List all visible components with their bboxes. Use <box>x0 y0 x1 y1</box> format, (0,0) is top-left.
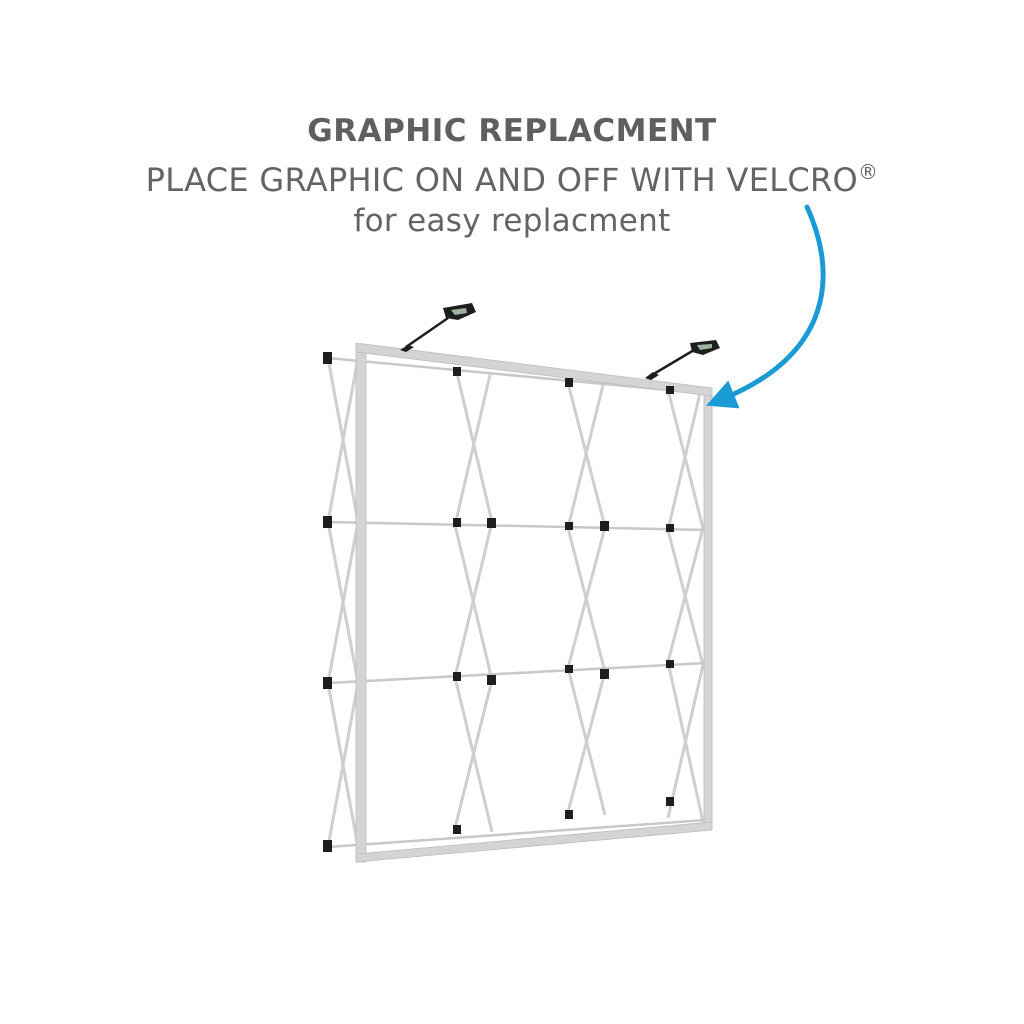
headline-title: GRAPHIC REPLACMENT <box>307 113 717 149</box>
headline-subtitle: PLACE GRAPHIC ON AND OFF WITH VELCRO® <box>0 160 1024 199</box>
joint-connectors <box>323 352 674 852</box>
light-right-icon <box>645 340 720 380</box>
subtitle-text: PLACE GRAPHIC ON AND OFF WITH VELCRO <box>145 161 859 199</box>
light-left-icon <box>400 303 476 352</box>
x-braces <box>326 357 705 848</box>
registered-trademark: ® <box>858 160 879 184</box>
callout-arrow-icon <box>706 204 826 409</box>
crossbars <box>327 356 707 849</box>
headline-tagline: for easy replacment <box>353 203 671 239</box>
outer-frame <box>355 342 713 863</box>
